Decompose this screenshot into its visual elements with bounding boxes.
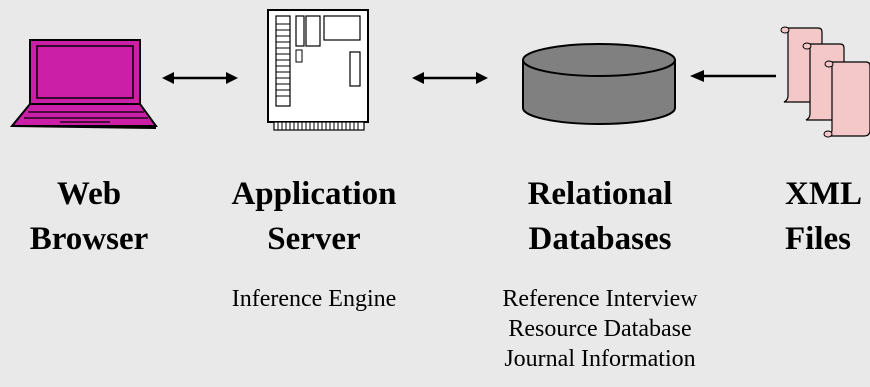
arrow-server-database [410,68,490,93]
xml-label: XML Files [785,172,870,262]
appserver-title-line1: Application [231,176,397,212]
database-details: Reference Interview Resource Database Jo… [460,284,740,374]
laptop-icon [0,32,160,132]
appserver-label: Application Server [214,172,414,262]
database-detail-journal: Journal Information [504,346,696,372]
appserver-details: Inference Engine [194,284,434,314]
database-cylinder-icon [519,40,679,130]
database-label: Relational Databases [490,172,710,262]
xml-title-line2: Files [785,221,851,257]
xml-title-line1: XML [785,176,862,212]
server-icon [266,8,372,134]
arrow-xml-database [688,66,778,91]
database-detail-resource: Resource Database [508,316,692,342]
database-title-line1: Relational [527,176,673,212]
browser-title-line1: Web [56,176,122,212]
document-scrolls-icon [778,22,870,138]
appserver-detail-inference: Inference Engine [231,286,397,312]
arrow-browser-server [160,68,240,93]
browser-label: Web Browser [18,172,160,262]
browser-title-line2: Browser [29,221,149,257]
database-title-line2: Databases [528,221,672,257]
appserver-title-line2: Server [267,221,361,257]
database-detail-reference: Reference Interview [502,286,698,312]
